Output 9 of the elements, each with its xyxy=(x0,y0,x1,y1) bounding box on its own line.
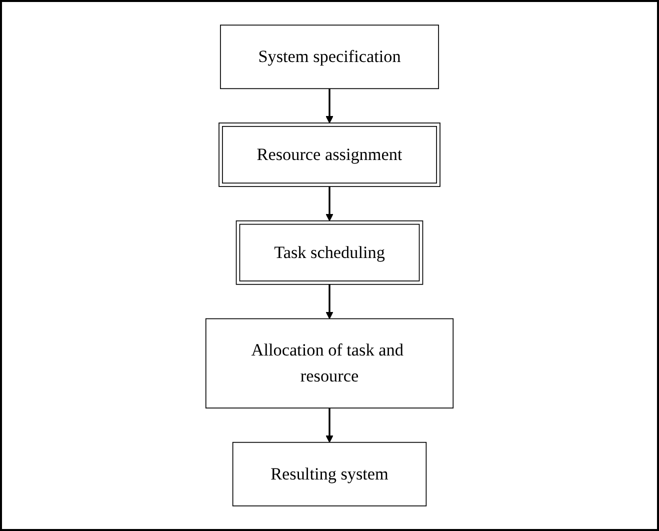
node-box xyxy=(236,220,424,285)
arrow xyxy=(326,186,334,222)
node-box xyxy=(218,122,440,187)
arrow xyxy=(326,284,334,320)
node-box xyxy=(220,24,439,90)
node-box xyxy=(232,442,427,506)
node-box xyxy=(205,318,454,408)
arrow xyxy=(326,88,334,124)
arrow xyxy=(326,408,334,443)
